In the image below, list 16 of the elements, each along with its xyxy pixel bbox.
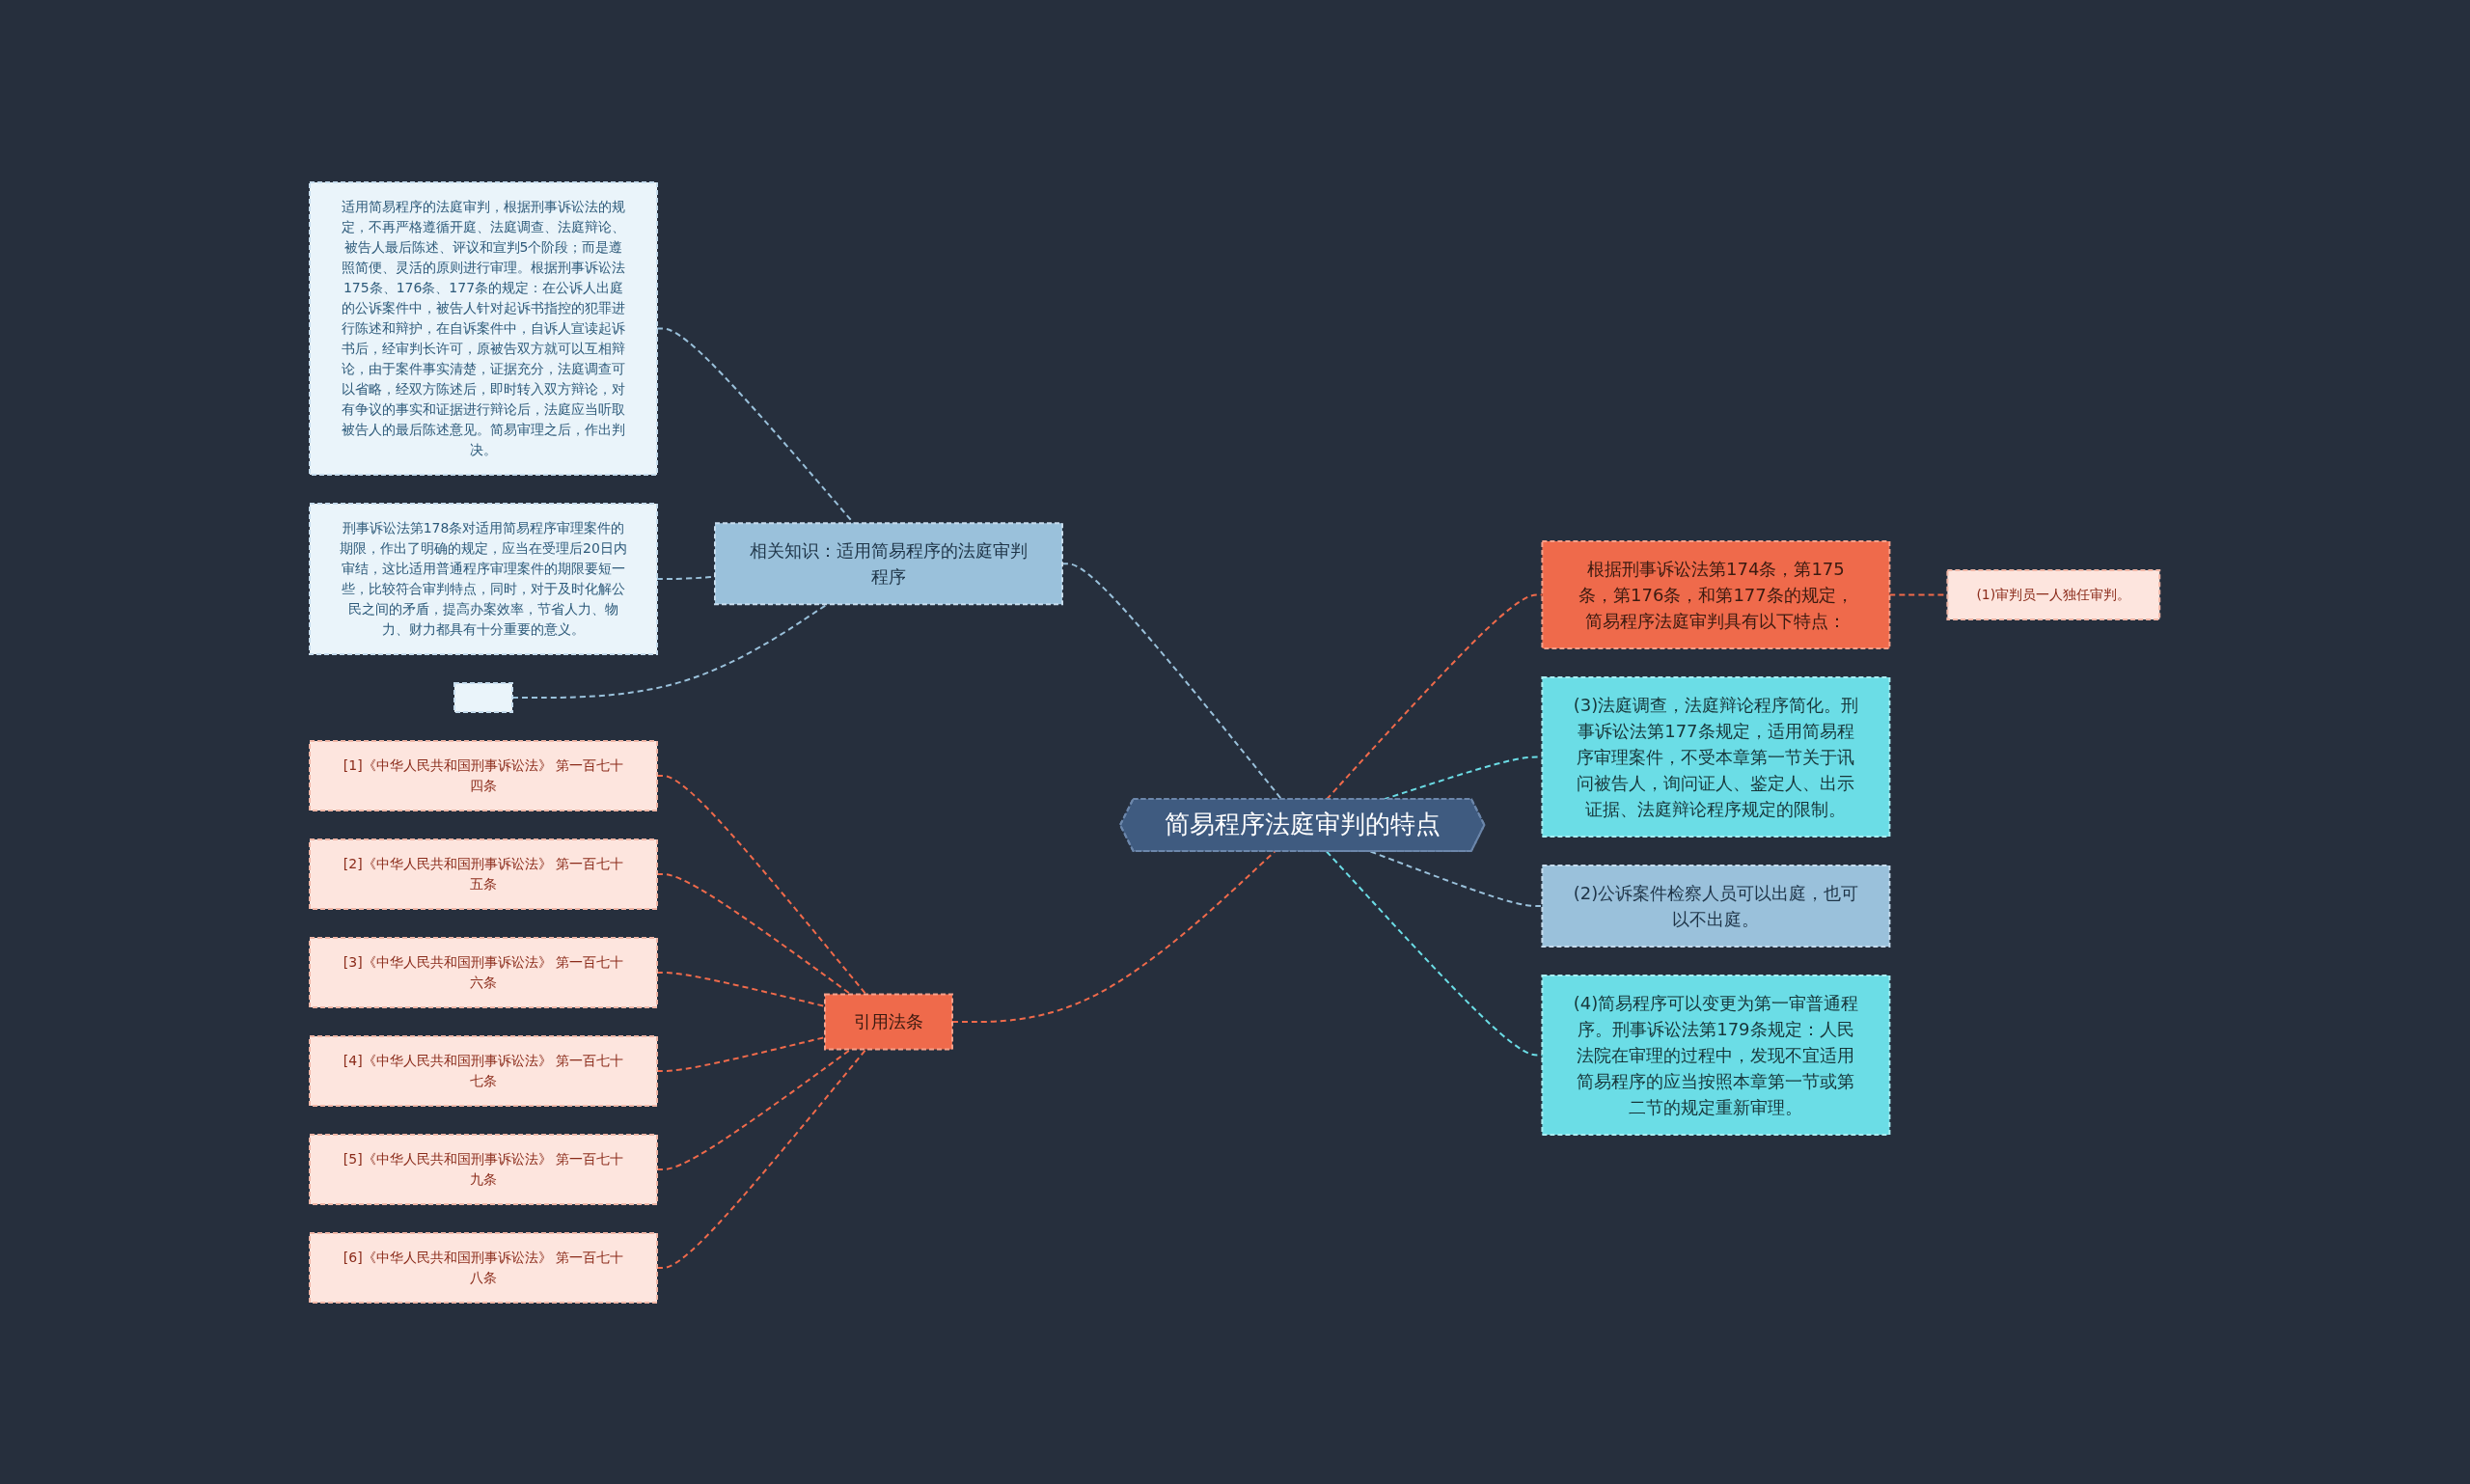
node-box: [3]《中华人民共和国刑事诉讼法》 第一百七十六条 xyxy=(309,936,659,1008)
node-box: 适用简易程序的法庭审判，根据刑事诉讼法的规定，不再严格遵循开庭、法庭调查、法庭辩论、被告人最后陈述、评议和宣判5个阶段；而是遵照简便、灵活的原则进行审理。根据刑事诉讼法175条、176条、177条的规定：在公诉人出庭的公诉案件中，被告人针对起诉书指控的犯罪进行陈述和辩护，在自诉案件中，自诉人宣读起诉书后，经审判长许可，原被告双方就可以互相辩论，由于案件事实清楚，证据充分，法庭调查可以省略，经双方陈述后，即时转入双方辩论，对有争议的事实和证据进行辩论后，法庭应当听取被告人的最后陈述意见。简易审理之后，作出判决。 xyxy=(309,180,659,476)
node-box: 相关知识：适用简易程序的法庭审判程序 xyxy=(714,521,1064,605)
node-box: [2]《中华人民共和国刑事诉讼法》 第一百七十五条 xyxy=(309,838,659,910)
node-box: 引用法条 xyxy=(824,993,954,1050)
node-box: [4]《中华人民共和国刑事诉讼法》 第一百七十七条 xyxy=(309,1034,659,1107)
node-box: (1)审判员一人独任审判。 xyxy=(1946,568,2161,620)
node-box: 根据刑事诉讼法第174条，第175条，第176条，和第177条的规定，简易程序法庭审判具有以下特点： xyxy=(1541,539,1891,649)
node-box: (2)公诉案件检察人员可以出庭，也可以不出庭。 xyxy=(1541,864,1891,948)
node-box: (3)法庭调查，法庭辩论程序简化。刑事诉讼法第177条规定，适用简易程序审理案件，不受本章第一节关于讯问被告人，询问证人、鉴定人、出示证据、法庭辩论程序规定的限制。 xyxy=(1541,675,1891,838)
node-box xyxy=(453,681,514,713)
node-box: [6]《中华人民共和国刑事诉讼法》 第一百七十八条 xyxy=(309,1231,659,1304)
node-box: (4)简易程序可以变更为第一审普通程序。刑事诉讼法第179条规定：人民法院在审理的过程中，发现不宜适用简易程序的应当按照本章第一节或第二节的规定重新审理。 xyxy=(1541,974,1891,1136)
node-box: [5]《中华人民共和国刑事诉讼法》 第一百七十九条 xyxy=(309,1133,659,1205)
node-box: 刑事诉讼法第178条对适用简易程序审理案件的期限，作出了明确的规定，应当在受理后20日内审结，这比适用普通程序审理案件的期限要短一些，比较符合审判特点，同时，对于及时化解公民之间的矛盾，提高办案效率，节省人力、物力、财力都具有十分重要的意义。 xyxy=(309,502,659,655)
node-box: [1]《中华人民共和国刑事诉讼法》 第一百七十四条 xyxy=(309,739,659,811)
